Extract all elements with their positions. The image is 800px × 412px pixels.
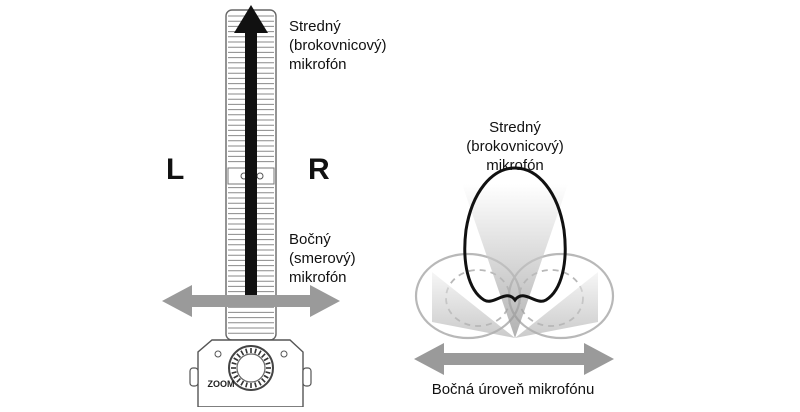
mid-mic-label-line-2: (brokovnicový) xyxy=(289,37,387,54)
polar-mid-mic-label: Stredný (brokovnicový) mikrofón xyxy=(455,118,575,175)
mid-mic-label: Stredný (brokovnicový) mikrofón xyxy=(289,17,387,74)
dial-tick xyxy=(233,357,239,362)
dial-tick xyxy=(261,353,266,358)
side-axis-arrow-right-head xyxy=(310,285,340,317)
side-level-label: Bočná úroveň mikrofónu xyxy=(431,381,595,398)
side-level-arrow-left-head xyxy=(414,343,444,375)
side-mic-label: Bočný (smerový) mikrofón xyxy=(289,230,356,287)
pickup-cone-right xyxy=(515,272,598,338)
side-mic-label-line-2: (smerový) xyxy=(289,250,356,267)
dial-tick xyxy=(245,382,248,388)
dial-tick xyxy=(254,348,257,354)
dial-tick xyxy=(265,362,271,365)
polar-mid-mic-label-line-2: (brokovnicový) xyxy=(466,138,564,155)
dial-tick xyxy=(265,371,271,374)
dial-tick xyxy=(263,374,269,379)
recorder-brand-logo: ZOOM xyxy=(208,379,235,389)
dial-tick xyxy=(240,350,245,356)
polar-pattern-figure xyxy=(414,166,615,375)
dial-tick xyxy=(263,357,269,362)
dial-tick xyxy=(231,371,237,374)
dial-tick xyxy=(236,353,241,358)
shotgun-mic-figure: ZOOM xyxy=(162,5,340,408)
side-axis-arrow-shaft xyxy=(188,295,314,307)
dial-tick xyxy=(231,362,237,365)
side-axis-arrow-left-head xyxy=(162,285,192,317)
side-mic-label-line-1: Bočný xyxy=(289,231,331,248)
pickup-cone-front xyxy=(462,184,568,338)
recorder-led-2 xyxy=(280,350,288,358)
mid-axis-arrow-shaft xyxy=(245,28,257,296)
dial-tick xyxy=(240,380,245,386)
mid-mic-label-line-1: Stredný xyxy=(289,18,341,35)
dial-tick xyxy=(261,378,266,383)
polar-mid-mic-label-line-3: mikrofón xyxy=(486,157,544,174)
side-level-arrow-shaft xyxy=(440,353,590,365)
pickup-cone-left xyxy=(432,272,515,338)
dial-tick xyxy=(233,374,239,379)
dial-tick xyxy=(236,378,241,383)
dial-tick xyxy=(254,382,257,388)
side-mic-label-line-3: mikrofón xyxy=(289,269,347,286)
mid-mic-label-line-3: mikrofón xyxy=(289,56,347,73)
recorder-dial-inner xyxy=(236,353,266,383)
dial-tick xyxy=(245,348,248,354)
recorder-side-button-right xyxy=(302,367,312,387)
recorder-dial-ticks xyxy=(231,348,271,388)
mid-axis-arrow-head xyxy=(234,5,268,33)
left-channel-label: L xyxy=(166,153,185,186)
polar-mid-mic-label-line-1: Stredný xyxy=(489,119,541,136)
recorder-led-1 xyxy=(214,350,222,358)
right-channel-label: R xyxy=(308,153,330,186)
dial-tick xyxy=(257,380,262,386)
dial-tick xyxy=(257,350,262,356)
mid-polar-lobe xyxy=(463,166,567,303)
side-level-arrow-right-head xyxy=(584,343,614,375)
recorder-side-button-left xyxy=(189,367,199,387)
